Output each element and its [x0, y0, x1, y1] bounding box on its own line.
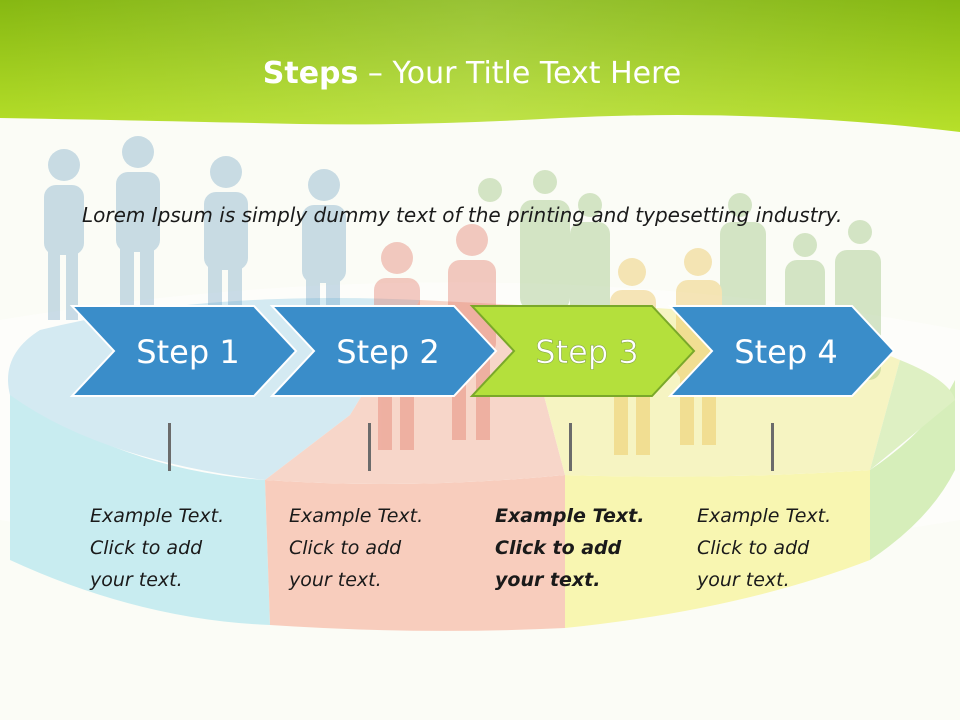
- step-1-connector: [168, 423, 171, 471]
- step-3-connector: [569, 423, 572, 471]
- step-4-desc-line-2: Click to add: [697, 537, 810, 559]
- step-4-desc-line-3: your text.: [697, 569, 790, 591]
- step-4-shape[interactable]: [667, 305, 896, 397]
- step-1-desc-line-1: Example Text.: [90, 505, 225, 527]
- step-1-chevron[interactable]: Step 1: [69, 305, 298, 397]
- step-4-desc-line-1: Example Text.: [697, 505, 832, 527]
- step-2-chevron[interactable]: Step 2: [269, 305, 498, 397]
- step-1-desc-line-2: Click to add: [90, 537, 203, 559]
- step-2-shape[interactable]: [269, 305, 498, 397]
- step-3-label: Step 3: [535, 333, 638, 371]
- step-2-desc-line-2: Click to add: [289, 537, 402, 559]
- step-4-description[interactable]: Example Text. Click to add your text.: [697, 500, 887, 596]
- step-4-label: Step 4: [734, 333, 837, 371]
- step-2-desc-line-3: your text.: [289, 569, 382, 591]
- step-3-desc-line-1: Example Text.: [495, 505, 645, 527]
- step-4-connector: [771, 423, 774, 471]
- step-2-connector: [368, 423, 371, 471]
- title-bold: Steps: [262, 56, 359, 91]
- step-2-description[interactable]: Example Text. Click to add your text.: [289, 500, 479, 596]
- step-3-description[interactable]: Example Text. Click to add your text.: [495, 500, 685, 596]
- step-3-desc-line-3: your text.: [495, 569, 601, 591]
- step-1-description[interactable]: Example Text. Click to add your text.: [90, 500, 280, 596]
- step-4-chevron[interactable]: Step 4: [667, 305, 896, 397]
- slide-title: Steps – Your Title Text Here: [0, 56, 944, 91]
- step-3-shape[interactable]: [469, 305, 696, 397]
- step-3-chevron[interactable]: Step 3: [469, 305, 696, 397]
- title-rest: – Your Title Text Here: [367, 56, 682, 91]
- step-1-desc-line-3: your text.: [90, 569, 183, 591]
- step-3-desc-line-2: Click to add: [495, 537, 622, 559]
- step-1-label: Step 1: [136, 333, 239, 371]
- body-text: Lorem Ipsum is simply dummy text of the …: [82, 203, 843, 227]
- step-2-desc-line-1: Example Text.: [289, 505, 424, 527]
- step-2-label: Step 2: [336, 333, 439, 371]
- step-1-shape[interactable]: [69, 305, 298, 397]
